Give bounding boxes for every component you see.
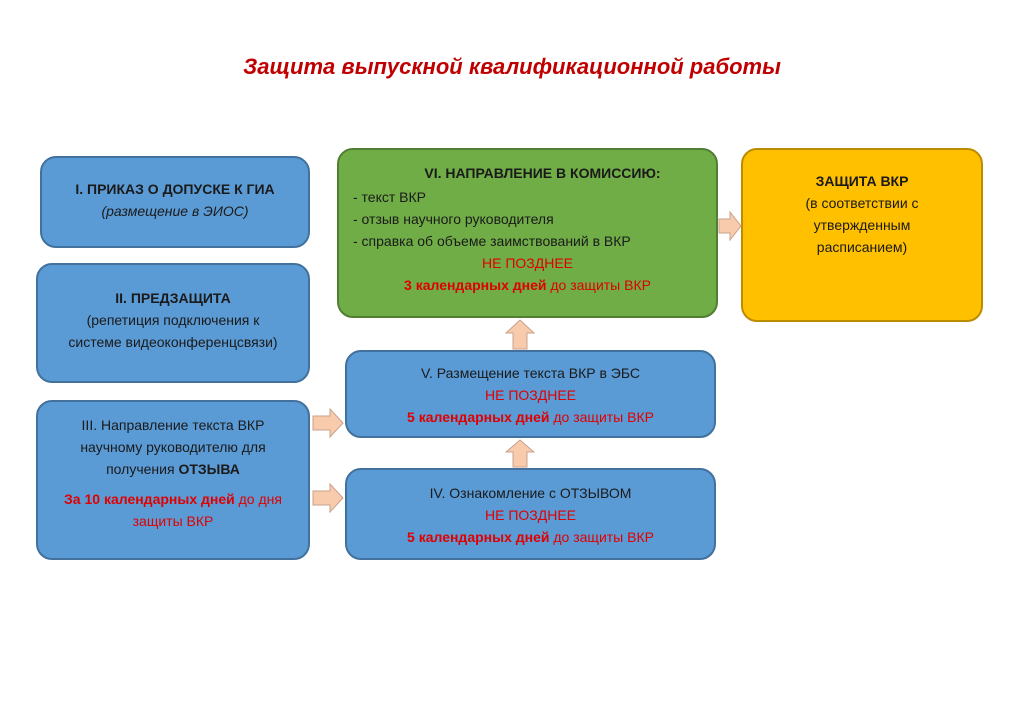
arrow-right-icon [312,408,344,438]
step-1-heading: I. ПРИКАЗ О ДОПУСКЕ К ГИА [75,181,275,197]
step-5-days-bold: 5 календарных дней [407,409,550,425]
step-1-note: (размещение в ЭИОС) [101,203,249,219]
step-2-box: II. ПРЕДЗАЩИТА (репетиция подключения к … [36,263,310,383]
step-4-not-later: НЕ ПОЗДНЕЕ [484,507,576,523]
step-3-line3-prefix: получения [106,461,179,477]
step-3-line1: III. Направление текста ВКР [81,417,265,433]
arrow-up-icon [505,319,535,350]
step-6-item: - текст ВКР [353,189,427,205]
step-6-not-later: НЕ ПОЗДНЕЕ [481,255,573,271]
defense-line2: утвержденным [813,217,911,233]
step-2-line2: системе видеоконференцсвязи) [68,334,278,350]
defense-heading: ЗАЩИТА ВКР [815,173,909,189]
step-1-box: I. ПРИКАЗ О ДОПУСКЕ К ГИА (размещение в … [40,156,310,248]
step-6-days-bold: 3 календарных дней [404,277,547,293]
step-4-days-bold: 5 календарных дней [407,529,550,545]
step-6-box: VI. НАПРАВЛЕНИЕ В КОМИССИЮ: - текст ВКР … [337,148,718,318]
defense-box: ЗАЩИТА ВКР (в соответствии с утвержденны… [741,148,983,322]
step-5-days-rest: до защиты ВКР [549,409,654,425]
step-5-not-later: НЕ ПОЗДНЕЕ [484,387,576,403]
step-6-days-rest: до защиты ВКР [546,277,651,293]
page-title: Защита выпускной квалификационной работы [243,54,781,79]
step-5-box: V. Размещение текста ВКР в ЭБС НЕ ПОЗДНЕ… [345,350,716,438]
step-3-deadline-rest: до дня [234,491,282,507]
step-6-heading: VI. НАПРАВЛЕНИЕ В КОМИССИЮ: [424,165,661,181]
step-6-item: - отзыв научного руководителя [353,211,554,227]
defense-line3: расписанием) [816,239,908,255]
step-4-heading: IV. Ознакомление с ОТЗЫВОМ [429,485,632,501]
defense-line1: (в соответствии с [805,195,919,211]
step-6-item: - справка об объеме заимствований в ВКР [353,233,631,249]
step-3-deadline-line2: защиты ВКР [132,513,214,529]
arrow-up-icon [505,439,535,468]
step-5-heading: V. Размещение текста ВКР в ЭБС [420,365,641,381]
arrow-right-icon [718,211,742,241]
step-3-line3-bold: ОТЗЫВА [178,461,240,477]
step-4-box: IV. Ознакомление с ОТЗЫВОМ НЕ ПОЗДНЕЕ 5 … [345,468,716,560]
arrow-right-icon [312,483,344,513]
step-2-heading: II. ПРЕДЗАЩИТА [115,290,231,306]
step-3-box: III. Направление текста ВКР научному рук… [36,400,310,560]
step-3-line2: научному руководителю для [80,439,266,455]
step-3-deadline-bold: За 10 календарных дней [64,491,235,507]
step-2-line1: (репетиция подключения к [86,312,260,328]
step-4-days-rest: до защиты ВКР [549,529,654,545]
